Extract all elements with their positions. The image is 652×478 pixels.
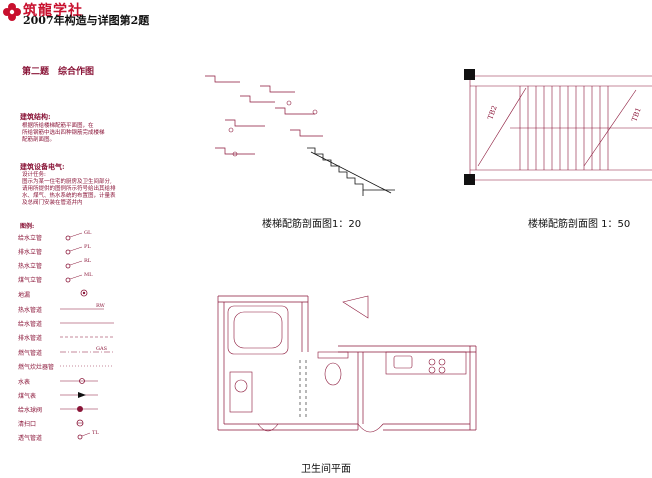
legend-item: 燃气管道 GAS	[18, 346, 138, 360]
logo-text: 筑龍学社	[23, 3, 83, 19]
riser-symbol-icon: RL	[65, 258, 92, 269]
legend-item: 排水管道	[18, 333, 138, 345]
legend-label: 热水管道	[18, 307, 43, 314]
legend-tag: PL	[84, 244, 91, 250]
rebar-bars	[205, 75, 323, 155]
legend-item: 透气管道 TL	[18, 430, 138, 445]
legend-tag: TL	[92, 430, 99, 436]
plan-caption: 楼梯配筋剖面图 1：50	[528, 219, 631, 230]
legend-item: 水表	[18, 377, 138, 389]
legend-item: 煤气表	[18, 391, 138, 403]
structure-text: 根据所给楼梯配筋平面图，在 所给钢筋中选出四种钢筋完成楼梯 配筋剖面图。	[22, 123, 142, 144]
equipment-title: 建筑设备电气:	[20, 162, 65, 171]
legend-tag: GAS	[96, 346, 108, 352]
legend-label: 排水管道	[18, 335, 43, 342]
fixtures	[227, 295, 467, 433]
legend-label: 清扫口	[18, 421, 37, 428]
structure-line: 根据所给楼梯配筋平面图，在	[22, 123, 94, 129]
section-caption: 楼梯配筋剖面图1：20	[262, 219, 362, 230]
stair-profile	[307, 147, 395, 196]
cleanout-icon	[76, 419, 84, 427]
equipment-text: 设计任务: 图示为某一住宅的厨房及卫生间部分, 请用所提供的图例所示符号给出其给…	[22, 172, 142, 207]
floor-drain-icon	[80, 289, 88, 297]
legend-item: 煤气立管 ML	[18, 272, 138, 287]
legend-label: 给水球阀	[18, 407, 43, 414]
legend-label: 煤气立管	[18, 277, 43, 284]
legend-tag: ML	[84, 272, 93, 278]
legend-label: 排水立管	[18, 249, 43, 256]
page-header-title: 2007年构造与详图第2题	[23, 14, 150, 27]
stair-plan-drawing: TB2 TB1	[464, 69, 652, 185]
equipment-line: 请用所提供的图例所示符号给出其给排	[22, 186, 116, 192]
legend-item: 给水球阀	[18, 405, 138, 417]
bathroom-plan-drawing	[217, 295, 477, 433]
bathroom-caption: 卫生间平面	[301, 464, 351, 475]
plan-label-tb1: TB1	[630, 107, 642, 123]
legend-item: 热水管道 RW	[18, 303, 138, 317]
ball-valve-icon	[60, 406, 98, 412]
vent-pipe-icon: TL	[77, 430, 99, 440]
walls	[217, 295, 477, 431]
plan-label-tb2: TB2	[486, 105, 498, 121]
hot-water-pipe-icon: RW	[60, 303, 106, 310]
structure-line: 所给钢筋中选出四种钢筋完成楼梯	[22, 130, 105, 136]
legend-label: 透气管道	[18, 435, 43, 442]
legend-label: 给水管道	[18, 321, 43, 328]
legend-title: 图例:	[20, 223, 35, 230]
door-marks	[299, 360, 307, 420]
legend-label: 地漏	[18, 292, 31, 299]
legend-label: 燃气炊灶器管	[18, 364, 55, 371]
legend-item: 给水管道	[18, 319, 138, 331]
logo-flower-icon	[3, 3, 21, 21]
legend-tag: GL	[84, 230, 92, 236]
equipment-line: 设计任务:	[22, 172, 46, 178]
legend-item: 给水立管 GL	[18, 230, 138, 245]
equipment-line: 水、煤气、热水系统的布置图，计量表	[22, 193, 116, 199]
legend-tag: RW	[96, 303, 106, 309]
equipment-line: 及总阀门安装在管道井内	[22, 200, 83, 206]
gas-meter-icon	[60, 392, 98, 398]
stair-section-drawing	[205, 75, 395, 196]
bar-markers	[228, 100, 318, 157]
page-heading: 第二题 综合作图	[22, 67, 95, 77]
structure-title: 建筑结构:	[20, 112, 51, 121]
legend-label: 煤气表	[18, 393, 37, 400]
legend-label: 燃气管道	[18, 350, 43, 357]
legend-label: 热水立管	[18, 263, 43, 270]
legend-item: 燃气炊灶器管	[18, 362, 138, 374]
structure-line: 配筋剖面图。	[22, 137, 56, 143]
column-blocks	[464, 69, 475, 185]
water-supply-pipe-icon	[60, 322, 114, 324]
legend-label: 水表	[18, 379, 31, 386]
legend-item: 热水立管 RL	[18, 258, 138, 273]
legend-item: 排水立管 PL	[18, 244, 138, 259]
legend-item: 清扫口	[18, 419, 138, 431]
equipment-line: 图示为某一住宅的厨房及卫生间部分,	[22, 179, 112, 185]
legend-label: 给水立管	[18, 235, 43, 242]
gas-stove-pipe-icon	[60, 365, 114, 367]
drain-pipe-icon	[60, 336, 114, 338]
legend-item: 地漏	[18, 289, 138, 302]
riser-symbol-icon: ML	[65, 272, 93, 283]
legend-tag: RL	[84, 258, 92, 264]
gas-pipe-icon: GAS	[60, 346, 114, 353]
riser-symbol-icon: GL	[65, 230, 92, 241]
water-meter-icon	[60, 378, 98, 384]
plan-lines	[469, 75, 652, 181]
riser-symbol-icon: PL	[65, 244, 91, 255]
